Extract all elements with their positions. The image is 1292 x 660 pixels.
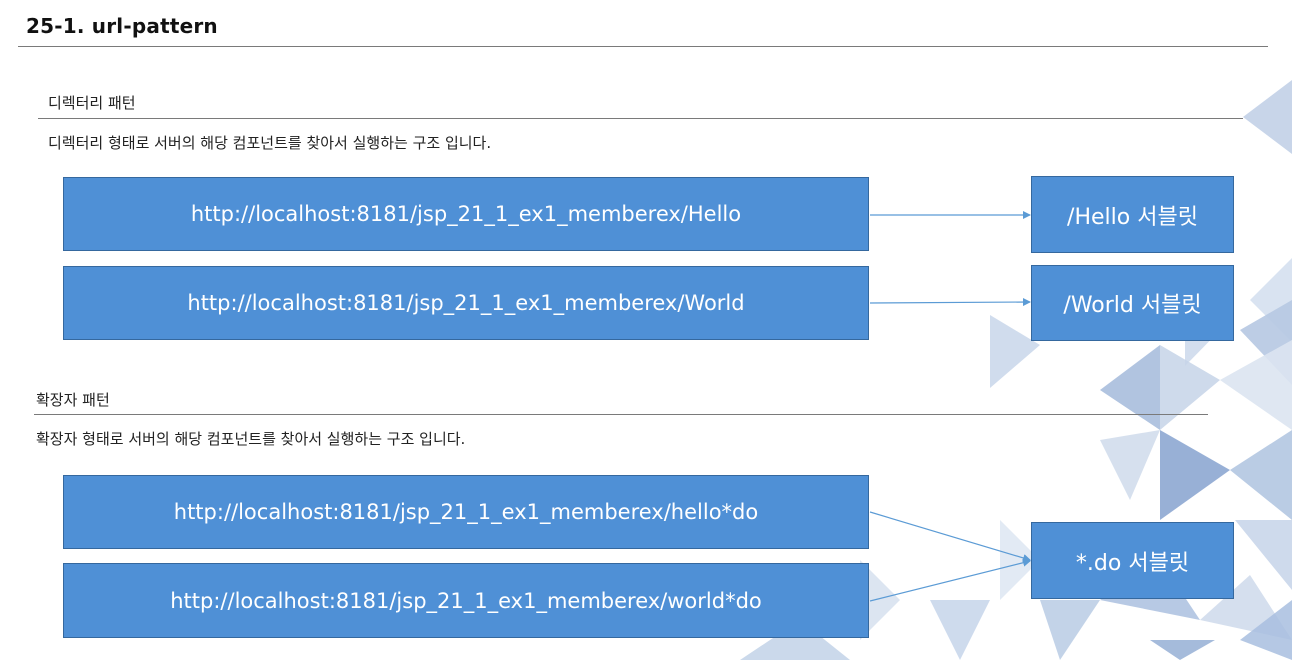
url-box-hello-do: http://localhost:8181/jsp_21_1_ex1_membe… [63, 475, 869, 549]
title-divider [18, 46, 1268, 47]
world-servlet-box: /World 서블릿 [1031, 265, 1234, 341]
directory-section-divider [38, 118, 1243, 119]
directory-section-label: 디렉터리 패턴 [48, 94, 136, 112]
extension-section-label: 확장자 패턴 [36, 391, 110, 409]
extension-section-description: 확장자 형태로 서버의 해당 컴포넌트를 찾아서 실행하는 구조 입니다. [36, 430, 466, 448]
page-title: 25-1. url-pattern [26, 14, 218, 38]
url-box-hello: http://localhost:8181/jsp_21_1_ex1_membe… [63, 177, 869, 251]
url-box-world: http://localhost:8181/jsp_21_1_ex1_membe… [63, 266, 869, 340]
hello-servlet-box: /Hello 서블릿 [1031, 176, 1234, 253]
do-servlet-box: *.do 서블릿 [1031, 522, 1234, 599]
extension-section-divider [34, 414, 1208, 415]
url-box-world-do: http://localhost:8181/jsp_21_1_ex1_membe… [63, 563, 869, 638]
directory-section-description: 디렉터리 형태로 서버의 해당 컴포넌트를 찾아서 실행하는 구조 입니다. [48, 134, 492, 152]
